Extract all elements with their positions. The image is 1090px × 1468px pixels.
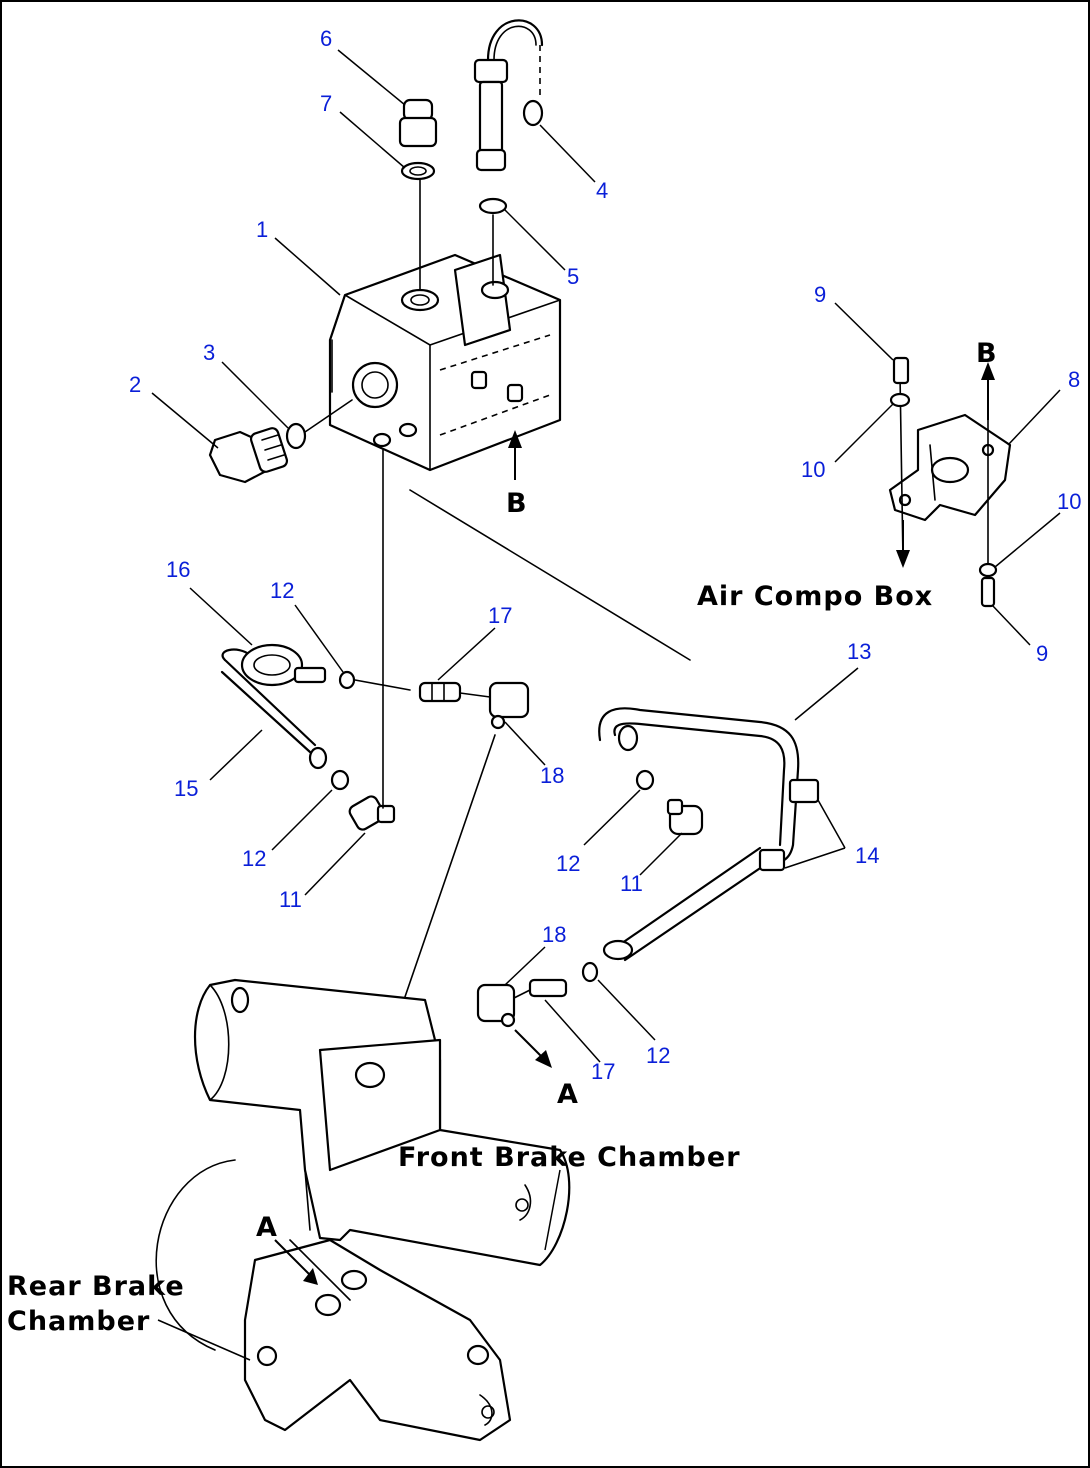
- elbow-18a: [488, 681, 530, 730]
- callout-10b: 10: [1057, 489, 1081, 514]
- callout-13: 13: [847, 639, 871, 664]
- callout-10a: 10: [801, 457, 825, 482]
- callout-16: 16: [166, 557, 190, 582]
- o-ring-3: [285, 422, 307, 450]
- air-tank: [328, 253, 562, 472]
- callout-9a: 9: [814, 282, 826, 307]
- label-rear-brake-chamber-line1: Rear Brake: [7, 1271, 185, 1302]
- view-mark-b-tank: B: [506, 488, 527, 519]
- callout-6: 6: [320, 26, 332, 51]
- rear-brake-chamber: [155, 1159, 512, 1442]
- callout-12c: 12: [556, 851, 580, 876]
- callout-18a: 18: [540, 763, 564, 788]
- drain-hose-assembly: [473, 19, 544, 286]
- label-front-brake-chamber: Front Brake Chamber: [398, 1142, 741, 1173]
- washer-12c: [635, 769, 655, 791]
- elbow-11b: [666, 798, 704, 836]
- callout-12a: 12: [270, 578, 294, 603]
- view-mark-a-rear: A: [256, 1212, 277, 1243]
- callout-9b: 9: [1036, 641, 1048, 666]
- callout-12b: 12: [242, 846, 266, 871]
- callout-15: 15: [174, 776, 198, 801]
- leader-lines: [151, 49, 1061, 1361]
- view-mark-b-bracket: B: [976, 338, 997, 369]
- callout-17b: 17: [591, 1059, 615, 1084]
- tube-assembly-left: [220, 643, 328, 770]
- callout-3: 3: [203, 340, 215, 365]
- callout-7: 7: [320, 91, 332, 116]
- callout-18b: 18: [542, 922, 566, 947]
- connector-17a: [418, 681, 462, 703]
- callout-1: 1: [256, 217, 268, 242]
- callout-17a: 17: [488, 603, 512, 628]
- connector-17b: [528, 978, 568, 998]
- elbow-18b: [476, 983, 516, 1028]
- elbow-11a: [348, 795, 396, 831]
- washer-12d: [581, 961, 599, 983]
- drain-plug: [208, 427, 289, 484]
- callout-14: 14: [855, 843, 879, 868]
- callout-8: 8: [1068, 367, 1080, 392]
- callout-4: 4: [596, 178, 608, 203]
- label-rear-brake-chamber-line2: Chamber: [7, 1306, 150, 1337]
- label-air-compo-box: Air Compo Box: [697, 581, 933, 612]
- brake-pipe-13: [598, 707, 820, 962]
- safety-valve: [398, 98, 438, 291]
- callout-12d: 12: [646, 1043, 670, 1068]
- front-brake-chamber: [193, 978, 571, 1267]
- callout-numbers: 1 2 3 4 5 6 7 8 9 9 10 10 11 11 12 12 12…: [129, 26, 1081, 1084]
- callout-5: 5: [567, 264, 579, 289]
- washer-12b: [338, 670, 356, 690]
- callout-11a: 11: [279, 887, 302, 912]
- mounting-bracket: [888, 356, 1012, 608]
- view-mark-a-fitting: A: [557, 1079, 578, 1110]
- washer-12a: [330, 769, 350, 791]
- callout-11b: 11: [620, 871, 643, 896]
- callout-2: 2: [129, 372, 141, 397]
